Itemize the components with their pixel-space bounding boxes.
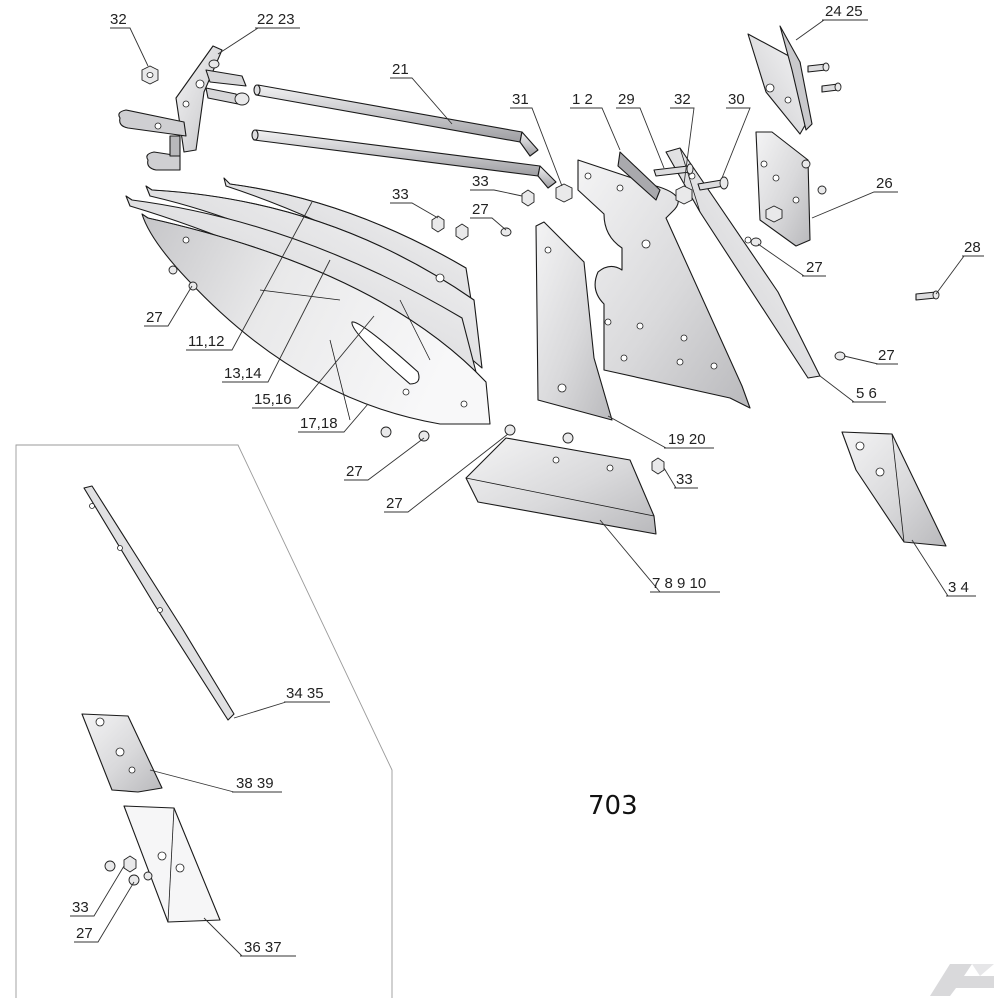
callout-3-4: 3 4 bbox=[948, 579, 969, 596]
part-rods-21 bbox=[251, 84, 557, 189]
callout-1-2: 1 2 bbox=[572, 91, 593, 108]
part-point-38-39 bbox=[81, 713, 163, 793]
callout-27-bottom-left: 27 bbox=[346, 463, 363, 480]
callout-32-right: 32 bbox=[674, 91, 691, 108]
part-plate-26 bbox=[755, 131, 827, 247]
callout-17-18: 17,18 bbox=[300, 415, 338, 432]
callout-27-upper: 27 bbox=[472, 201, 489, 218]
callout-27-right-upper: 27 bbox=[806, 259, 823, 276]
callout-22-23: 22 23 bbox=[257, 11, 295, 28]
part-bracket-22-23 bbox=[118, 45, 250, 171]
callout-36-37: 36 37 bbox=[244, 939, 282, 956]
callout-30: 30 bbox=[728, 91, 745, 108]
diagram-number: 703 bbox=[588, 791, 638, 821]
callout-27-inset: 27 bbox=[76, 925, 93, 942]
callout-28: 28 bbox=[964, 239, 981, 256]
callout-19-20: 19 20 bbox=[668, 431, 706, 448]
part-frog-1-2 bbox=[577, 151, 751, 409]
callout-38-39: 38 39 bbox=[236, 775, 274, 792]
hardware-loose bbox=[168, 189, 940, 475]
callout-27-right-lower: 27 bbox=[878, 347, 895, 364]
callout-29: 29 bbox=[618, 91, 635, 108]
part-point-3-4 bbox=[841, 431, 947, 547]
brand-logo bbox=[930, 964, 994, 996]
callout-33-lower: 33 bbox=[676, 471, 693, 488]
callout-11-12: 11,12 bbox=[188, 333, 224, 350]
leader-lines bbox=[70, 19, 984, 957]
part-mouldboard-17-18 bbox=[141, 213, 491, 425]
callout-31: 31 bbox=[512, 91, 529, 108]
callout-labels: 32 22 23 24 25 21 31 1 2 29 32 30 26 33 … bbox=[72, 3, 981, 956]
callout-33-inset: 33 bbox=[72, 899, 89, 916]
callout-27-left: 27 bbox=[146, 309, 163, 326]
bolts-29-30-32 bbox=[653, 163, 729, 205]
callout-26: 26 bbox=[876, 175, 893, 192]
part-point-36-37 bbox=[104, 805, 221, 923]
callout-33-mid: 33 bbox=[392, 186, 409, 203]
callout-27-lower: 27 bbox=[386, 495, 403, 512]
callout-15-16: 15,16 bbox=[254, 391, 292, 408]
part-knife-24-25 bbox=[747, 25, 813, 135]
part-bar-34-35 bbox=[83, 485, 235, 721]
callout-33-upper: 33 bbox=[472, 173, 489, 190]
part-shin-19-20 bbox=[535, 221, 613, 421]
nut-32-top bbox=[141, 65, 159, 85]
callout-21: 21 bbox=[392, 61, 409, 78]
inset-frame bbox=[15, 444, 393, 998]
callout-34-35: 34 35 bbox=[286, 685, 324, 702]
callout-7-8-9-10: 7 8 9 10 bbox=[652, 575, 706, 592]
callout-13-14: 13,14 bbox=[224, 365, 262, 382]
callout-24-25: 24 25 bbox=[825, 3, 863, 20]
bolts-24-25 bbox=[807, 62, 842, 93]
part-share-7-8-9-10 bbox=[465, 437, 657, 535]
nut-31 bbox=[555, 183, 573, 203]
callout-32-top: 32 bbox=[110, 11, 127, 28]
callout-5-6: 5 6 bbox=[856, 385, 877, 402]
